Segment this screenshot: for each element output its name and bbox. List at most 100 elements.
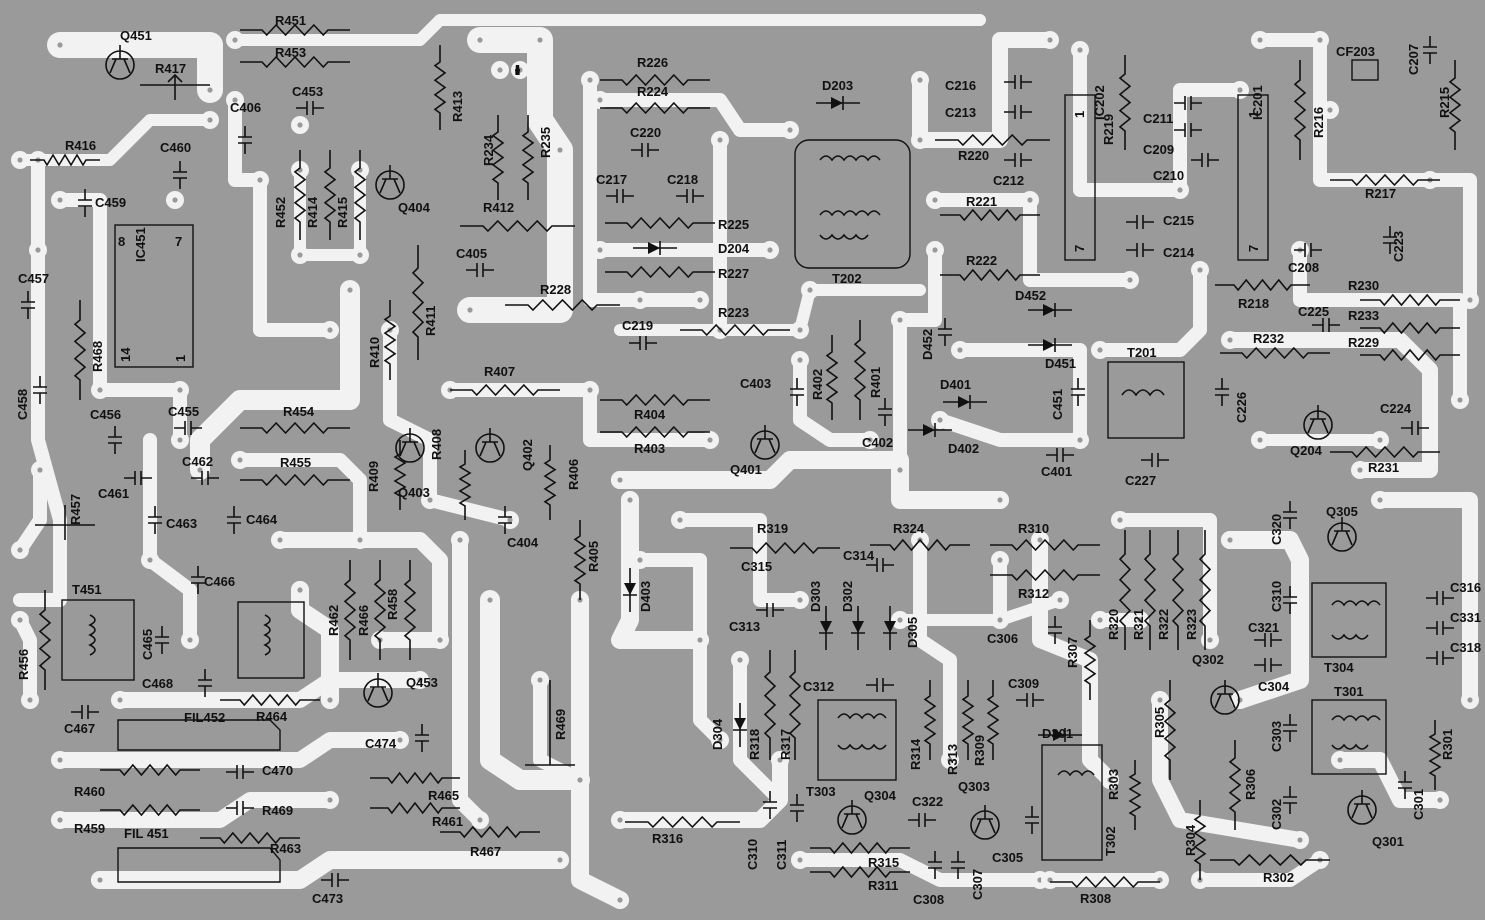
label-r317: R317 <box>778 729 793 760</box>
label-c473: C473 <box>312 891 343 906</box>
resistor-symbol <box>450 383 560 397</box>
label-c459: C459 <box>95 195 126 210</box>
capacitor-symbol <box>466 263 494 277</box>
resistor-symbol <box>1128 760 1142 830</box>
label-c460: C460 <box>160 140 191 155</box>
pad-hole <box>57 817 63 823</box>
capacitor-symbol <box>498 506 512 534</box>
label-r231: R231 <box>1368 460 1399 475</box>
transistor-leads <box>399 428 421 457</box>
label-r319: R319 <box>757 521 788 536</box>
t451-outline <box>61 599 135 681</box>
label-r225: R225 <box>718 217 749 232</box>
component-symbols <box>21 23 1462 889</box>
label-c213: C213 <box>945 105 976 120</box>
pad-hole <box>97 387 103 393</box>
label-c301: C301 <box>1411 789 1426 820</box>
label-r321: R321 <box>1131 609 1146 640</box>
label-c468: C468 <box>142 676 173 691</box>
pad-hole <box>807 287 813 293</box>
resistor-symbol <box>625 815 740 829</box>
pad-hole <box>57 197 63 203</box>
label-c306: C306 <box>987 631 1018 646</box>
resistor-symbol <box>1143 530 1157 650</box>
pad-hole <box>797 327 803 333</box>
label-r305: R305 <box>1152 707 1167 738</box>
resistor-symbol <box>870 538 970 552</box>
resistor-symbol <box>373 560 387 660</box>
label-c322: C322 <box>912 794 943 809</box>
resistor-symbol <box>100 763 200 777</box>
ic202-pin1: 1 <box>1072 111 1087 118</box>
label-c212: C212 <box>993 173 1024 188</box>
pad-hole <box>1437 797 1443 803</box>
label-t301: T301 <box>1334 684 1364 699</box>
label-r451: R451 <box>275 13 306 28</box>
capacitor-symbol <box>198 669 212 697</box>
pad-hole <box>1107 777 1113 783</box>
capacitor-symbol <box>1423 36 1437 64</box>
capacitor-symbol <box>1126 215 1154 229</box>
label-c313: C313 <box>729 619 760 634</box>
resistor-symbol <box>1215 278 1310 292</box>
capacitor-symbol <box>1426 621 1454 635</box>
label-r228: R228 <box>540 282 571 297</box>
transistor-leads <box>974 805 996 834</box>
label-r402: R402 <box>810 369 825 400</box>
t304-outline <box>1311 582 1387 658</box>
label-r404: R404 <box>634 407 666 422</box>
resistor-symbol <box>383 300 397 380</box>
label-c207: C207 <box>1406 44 1421 75</box>
resistor-symbol <box>393 440 407 510</box>
t201-outline <box>1107 361 1185 439</box>
resistor-symbol <box>1193 800 1207 880</box>
resistor-symbol <box>38 590 52 690</box>
label-r453: R453 <box>275 45 306 60</box>
label-c456: C456 <box>90 407 121 422</box>
label-d301: D301 <box>1042 726 1073 741</box>
pad-hole <box>437 637 443 643</box>
resistor-symbol <box>220 693 320 707</box>
capacitor-symbol <box>227 506 241 534</box>
capacitor-symbol <box>631 143 659 157</box>
label-r215: R215 <box>1437 87 1452 118</box>
resistor-symbol <box>1050 875 1160 889</box>
label-d451: D451 <box>1045 356 1076 371</box>
capacitor-symbol <box>1174 123 1202 137</box>
resistor-symbol <box>515 64 520 76</box>
transistor-leads <box>379 165 401 194</box>
label-r411: R411 <box>423 306 438 336</box>
capacitor-symbol <box>71 705 99 719</box>
pad-hole <box>357 252 363 258</box>
pad-hole <box>677 517 683 523</box>
pad-hole <box>297 587 303 593</box>
capacitor-symbol <box>226 801 254 815</box>
label-r401: R401 <box>868 367 883 398</box>
pad-hole <box>587 77 593 83</box>
capacitor-symbol <box>1016 693 1044 707</box>
label-c465: C465 <box>140 629 155 660</box>
label-r460: R460 <box>74 784 105 799</box>
capacitor-symbol <box>1401 421 1429 435</box>
ic451-outline <box>114 224 194 368</box>
label-c467: C467 <box>64 721 95 736</box>
pad-hole <box>627 497 633 503</box>
label-r406: R406 <box>566 459 581 490</box>
fil451-outline <box>117 847 281 883</box>
capacitor-symbol <box>226 765 254 779</box>
label-t304: T304 <box>1324 660 1354 675</box>
label-r324: R324 <box>893 521 925 536</box>
diode-lead <box>943 395 987 409</box>
resistor-symbol <box>1118 55 1132 150</box>
ic201-outline <box>1237 94 1269 261</box>
capacitor-symbol <box>1283 714 1297 742</box>
pad-hole <box>737 657 743 663</box>
label-c316: C316 <box>1450 580 1481 595</box>
capacitor-symbol <box>174 421 202 435</box>
label-t451: T451 <box>72 582 102 597</box>
label-c214: C214 <box>1163 245 1195 260</box>
pad-hole <box>1047 37 1053 43</box>
pad-hole <box>427 497 433 503</box>
label-r235: R235 <box>538 127 553 158</box>
pad-hole <box>867 437 873 443</box>
